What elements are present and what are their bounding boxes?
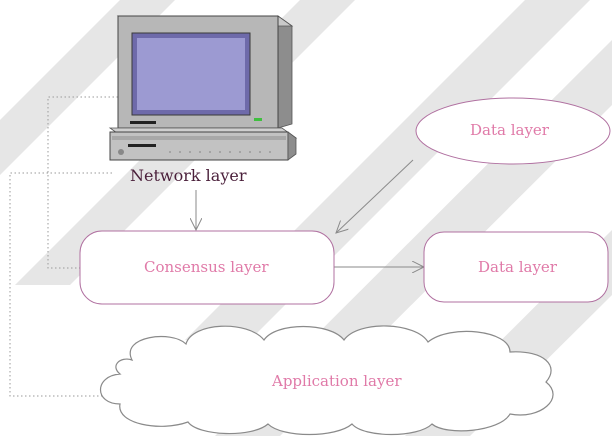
dotted-connectors [9, 96, 120, 397]
data-layer-ellipse [415, 97, 611, 165]
data-layer-box [423, 231, 609, 303]
computer-icon [108, 15, 298, 161]
application-layer-label: Application layer [272, 372, 402, 390]
network-layer-label: Network layer [130, 166, 247, 185]
data-layer-ellipse-label: Data layer [470, 121, 549, 139]
application-layer-cloud [100, 325, 554, 436]
consensus-layer-box [79, 230, 335, 305]
data-layer-box-label: Data layer [478, 258, 557, 276]
consensus-layer-label: Consensus layer [144, 258, 269, 276]
arrow-data-to-consensus [336, 159, 414, 233]
